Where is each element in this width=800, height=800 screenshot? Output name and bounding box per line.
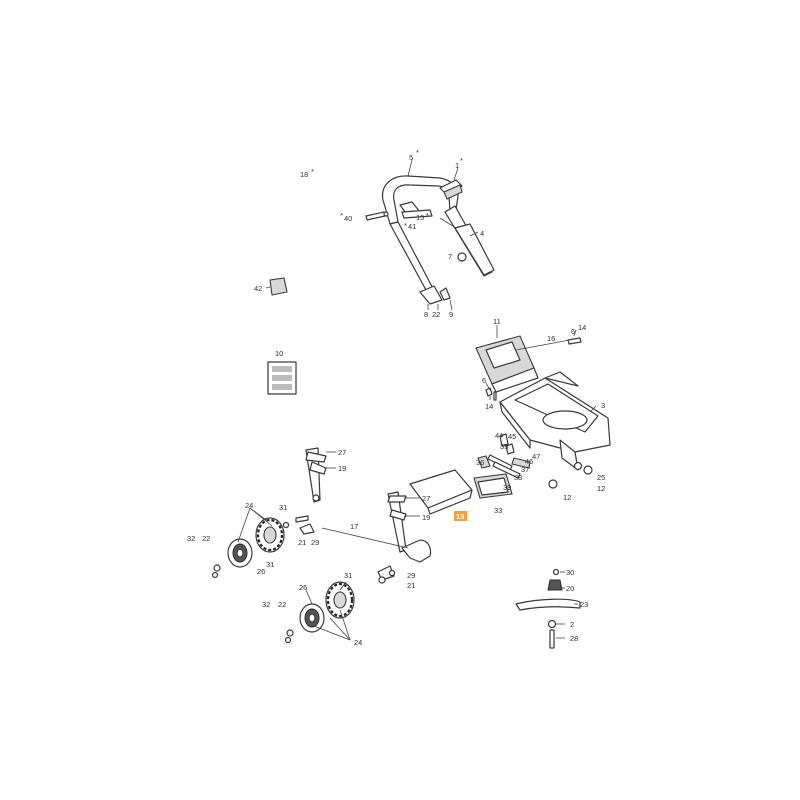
label-14-top: 14: [578, 323, 586, 332]
label-24-front: 24: [354, 638, 362, 647]
label-22-rear: 22: [202, 534, 210, 543]
front-axle-bracket: [387, 491, 432, 563]
label-44: 44: [495, 431, 503, 440]
svg-text:*: *: [426, 211, 429, 220]
label-31-front: 31: [344, 571, 352, 580]
label-14-mid: 14: [485, 402, 493, 411]
part-10-label: [267, 361, 297, 395]
part-13-highlight: [454, 511, 467, 521]
label-10: 10: [275, 349, 283, 358]
label-26-front: 26: [299, 583, 307, 592]
label-1: 1: [455, 161, 459, 170]
label-26-rear: 26: [257, 567, 265, 576]
label-19-front: 19: [422, 513, 430, 522]
label-21-rear: 21: [298, 538, 306, 547]
rear-wheel-upper: [255, 517, 285, 553]
front-wheel-lower: [325, 581, 355, 619]
label-8: 8: [424, 310, 428, 319]
rear-hubcap-upper: [227, 538, 253, 568]
label-6-top: 6: [571, 327, 575, 336]
label-6-mid: 6: [482, 376, 486, 385]
label-38: 38: [514, 473, 522, 482]
label-25: 25: [597, 473, 605, 482]
svg-text:*: *: [311, 167, 314, 176]
label-35: 35: [500, 442, 508, 451]
callout-labels: 5 1 18 40 41 15 4 7 42 8 22 9 11 6 14 16…: [187, 153, 605, 647]
label-29-rear: 29: [311, 538, 319, 547]
label-30: 30: [566, 568, 574, 577]
label-12-left: 12: [563, 493, 571, 502]
label-28: 28: [570, 634, 578, 643]
label-7: 7: [448, 252, 452, 261]
leader-lines: [237, 159, 597, 641]
svg-text:*: *: [460, 156, 463, 165]
label-32-rear: 32: [187, 534, 195, 543]
label-42: 42: [254, 284, 262, 293]
label-27-rear: 27: [338, 448, 346, 457]
svg-text:*: *: [404, 221, 407, 230]
part-11-bag-cover: [475, 335, 582, 393]
part-13-plate: [409, 469, 473, 515]
handle-assembly: [365, 175, 495, 305]
blade-assembly: [515, 568, 581, 649]
label-15: 15: [416, 213, 424, 222]
label-2: 2: [570, 620, 574, 629]
label-19-rear: 19: [338, 464, 346, 473]
label-3: 3: [601, 401, 605, 410]
label-12-right: 12: [597, 484, 605, 493]
part-42-clip: [269, 277, 288, 296]
label-27-front: 27: [422, 494, 430, 503]
label-13: 13: [456, 512, 464, 521]
label-41: 41: [408, 222, 416, 231]
label-31-rear: 31: [279, 503, 287, 512]
label-4: 4: [480, 229, 484, 238]
height-adjust-parts: [477, 433, 531, 479]
label-36: 36: [476, 458, 484, 467]
nut-22-upper: [213, 564, 221, 572]
label-39: 39: [503, 483, 511, 492]
label-32-front: 32: [262, 600, 270, 609]
axle-17: [321, 527, 409, 549]
part-3-deck: [499, 371, 611, 489]
label-9: 9: [449, 310, 453, 319]
label-46: 46: [525, 457, 533, 466]
label-23: 23: [580, 600, 588, 609]
front-hubcap-lower: [299, 603, 325, 633]
label-21-front: 21: [407, 581, 415, 590]
label-45: 45: [508, 432, 516, 441]
svg-text:*: *: [340, 211, 343, 220]
label-20: 20: [566, 584, 574, 593]
label-47: 47: [532, 452, 540, 461]
washer-32-upper: [211, 571, 219, 579]
label-22-top: 22: [432, 310, 440, 319]
label-31-rear-hub: 31: [266, 560, 274, 569]
svg-text:*: *: [416, 148, 419, 157]
label-29-front: 29: [407, 571, 415, 580]
kit-markers: * * * * * *: [311, 148, 463, 230]
label-5: 5: [409, 153, 413, 162]
label-22-front: 22: [278, 600, 286, 609]
label-24-rear: 24: [245, 501, 253, 510]
label-33: 33: [494, 506, 502, 515]
label-11: 11: [493, 317, 501, 326]
label-17: 17: [350, 522, 358, 531]
fasteners-6-14: [485, 387, 497, 401]
label-18: 18: [300, 170, 308, 179]
label-37: 37: [521, 465, 529, 474]
rear-axle-bracket: [305, 447, 327, 503]
label-16: 16: [547, 334, 555, 343]
label-40: 40: [344, 214, 352, 223]
